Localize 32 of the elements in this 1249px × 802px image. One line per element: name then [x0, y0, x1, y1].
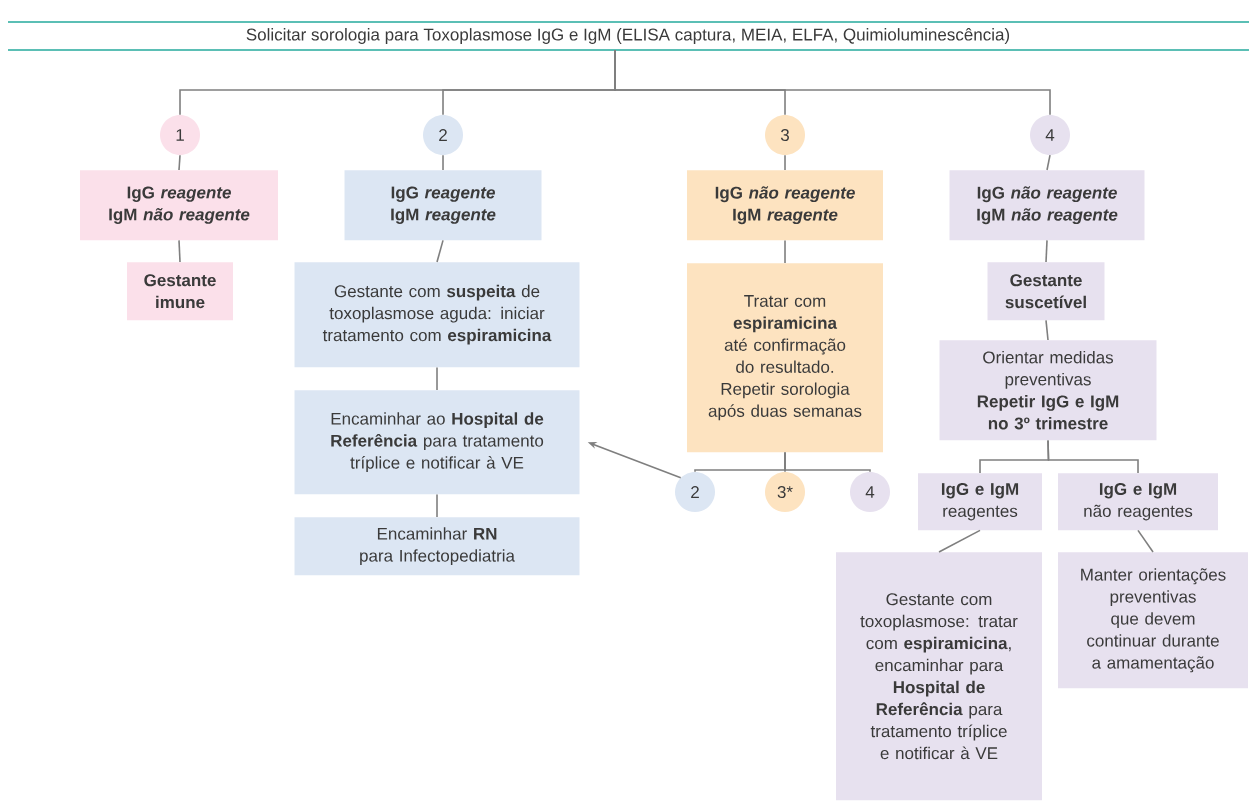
connector-line — [1045, 239, 1048, 263]
action-box: Encaminhar ao Hospital de Referência para tratamento tríplice e notificar à VE — [294, 390, 580, 495]
connector-line — [436, 366, 438, 391]
connector-line — [938, 529, 981, 553]
action-box: Orientar medidas preventivas Repetir IgG e IgM no 3º trimestre — [939, 340, 1157, 441]
action-box: Gestante com toxoplasmose: tratar com espiramicina, encaminhar para Hospital de Referência para tratamento tríplice e notificar à VE — [836, 552, 1042, 801]
connector-line — [178, 154, 181, 171]
connector-line — [614, 49, 1051, 116]
connector-line — [784, 154, 786, 171]
action-box: Gestante com suspeita de toxoplasmose aguda: iniciar tratamento com espiramicina — [294, 262, 580, 368]
result-box: IgG não reagente IgM não reagente — [949, 170, 1145, 241]
connector-line — [178, 239, 181, 263]
result-box: IgG e IgM reagentes — [918, 473, 1042, 531]
connector-line — [442, 154, 444, 171]
outcome-box: Gestante suscetível — [987, 262, 1105, 321]
connector-line — [1045, 319, 1049, 341]
connector-line — [1046, 154, 1051, 171]
connector-line — [784, 239, 786, 264]
connector-line — [1137, 529, 1154, 553]
action-box: Manter orientações preventivas que devem continuar durante a amamentação — [1058, 552, 1248, 689]
result-box: IgG não reagente IgM reagente — [687, 170, 883, 241]
connector-line — [784, 451, 871, 473]
title-band: Solicitar sorologia para Toxoplasmose IgG e IgM (ELISA captura, MEIA, ELFA, Quimioluminescência) — [7, 21, 1249, 51]
action-box: Tratar com espiramicina até confirmação do resultado. Repetir sorologia após duas semanas — [687, 263, 883, 453]
outcome-box: Gestante imune — [127, 262, 233, 321]
result-box: IgG reagente IgM não reagente — [80, 170, 278, 241]
connector-line — [1047, 439, 1139, 474]
connector-line — [436, 239, 444, 263]
result-box: IgG e IgM não reagentes — [1058, 473, 1218, 531]
connector-line — [436, 493, 438, 518]
result-box: IgG reagente IgM reagente — [344, 170, 542, 241]
action-box: Encaminhar RN para Infectopediatria — [294, 517, 580, 576]
